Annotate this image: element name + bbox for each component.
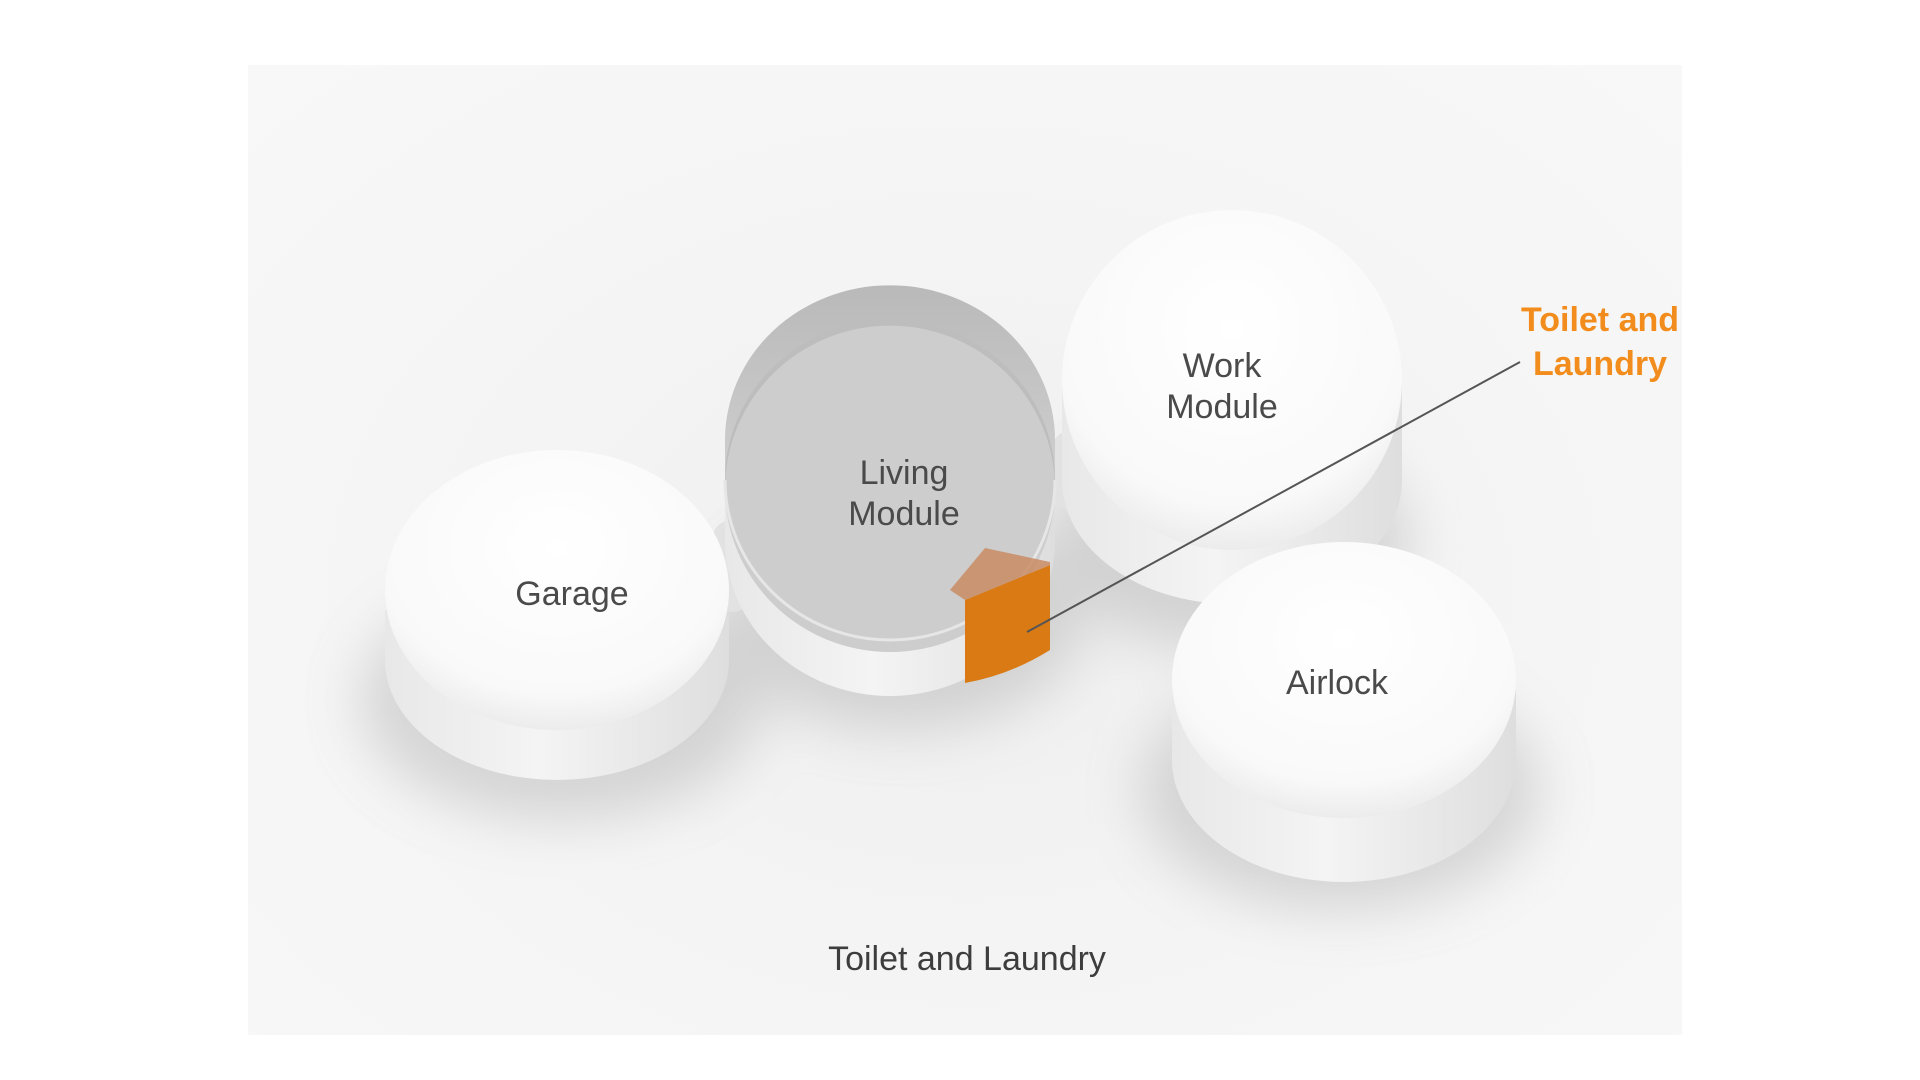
living-module: Living Module — [723, 285, 1057, 696]
work-module-label-line2: Module — [1166, 388, 1278, 426]
diagram-caption: Toilet and Laundry — [828, 940, 1106, 978]
garage-module: Garage — [385, 450, 729, 780]
work-module-label-line1: Work — [1183, 347, 1263, 385]
garage-module-label: Garage — [515, 575, 628, 613]
living-module-label-line1: Living — [860, 454, 949, 492]
toilet-laundry-segment — [965, 565, 1050, 683]
callout-label-line1: Toilet and — [1521, 301, 1679, 339]
callout-leader-line — [1026, 361, 1521, 633]
airlock-module: Airlock — [1172, 542, 1516, 882]
airlock-module-label: Airlock — [1286, 664, 1389, 702]
callout-label-line2: Laundry — [1533, 345, 1667, 383]
living-module-label-line2: Module — [848, 495, 960, 533]
